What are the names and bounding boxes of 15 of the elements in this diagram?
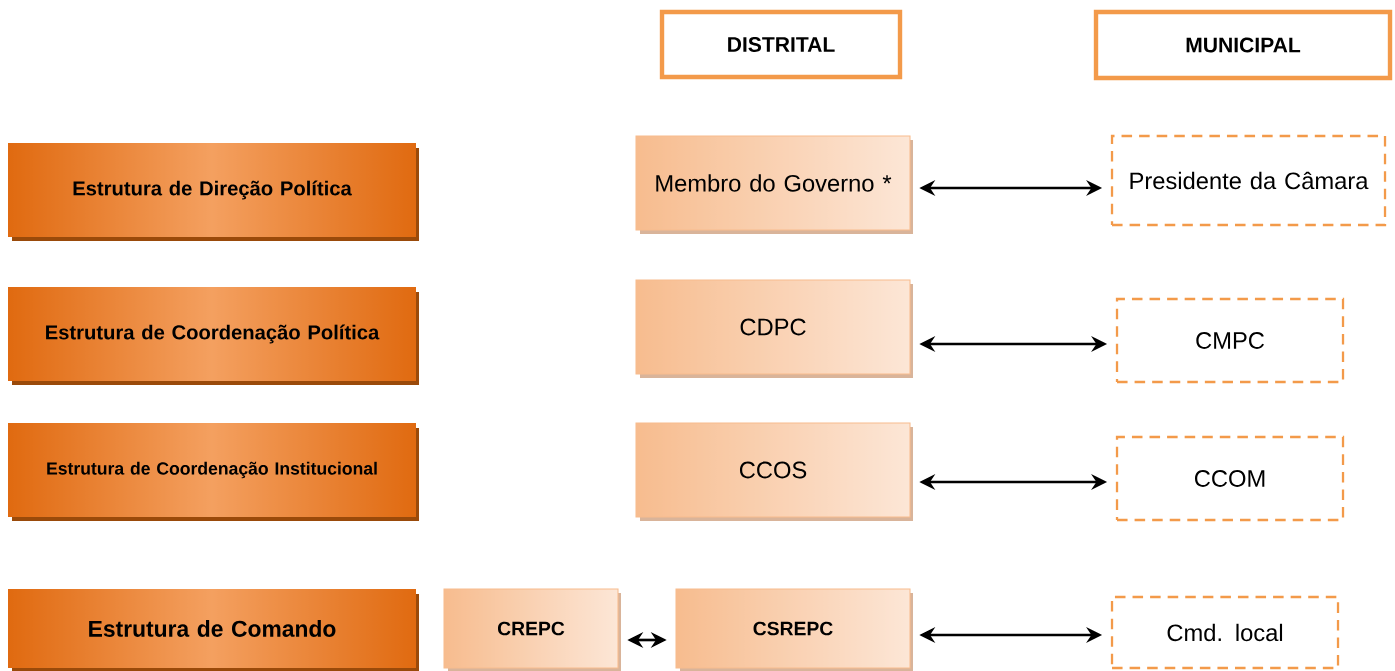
district-box: CSREPC bbox=[675, 588, 913, 671]
district-box: CCOS bbox=[635, 422, 913, 521]
municipal-box: CMPC bbox=[1115, 297, 1345, 384]
column-header: MUNICIPAL bbox=[1093, 9, 1393, 81]
district-box: CREPC bbox=[443, 588, 621, 671]
municipal-box: CCOM bbox=[1115, 435, 1345, 522]
level-box: Estrutura de Coordenação Institucional bbox=[8, 423, 419, 521]
column-header: DISTRITAL bbox=[659, 9, 903, 80]
municipal-box: Cmd. local bbox=[1110, 595, 1340, 670]
municipal-box: Presidente da Câmara bbox=[1110, 134, 1387, 227]
level-box: Estrutura de Direção Política bbox=[8, 143, 419, 241]
district-box: Membro do Governo * bbox=[635, 135, 913, 234]
district-box: CDPC bbox=[635, 279, 913, 378]
level-box: Estrutura de Coordenação Política bbox=[8, 287, 419, 385]
level-box: Estrutura de Comando bbox=[8, 589, 419, 671]
